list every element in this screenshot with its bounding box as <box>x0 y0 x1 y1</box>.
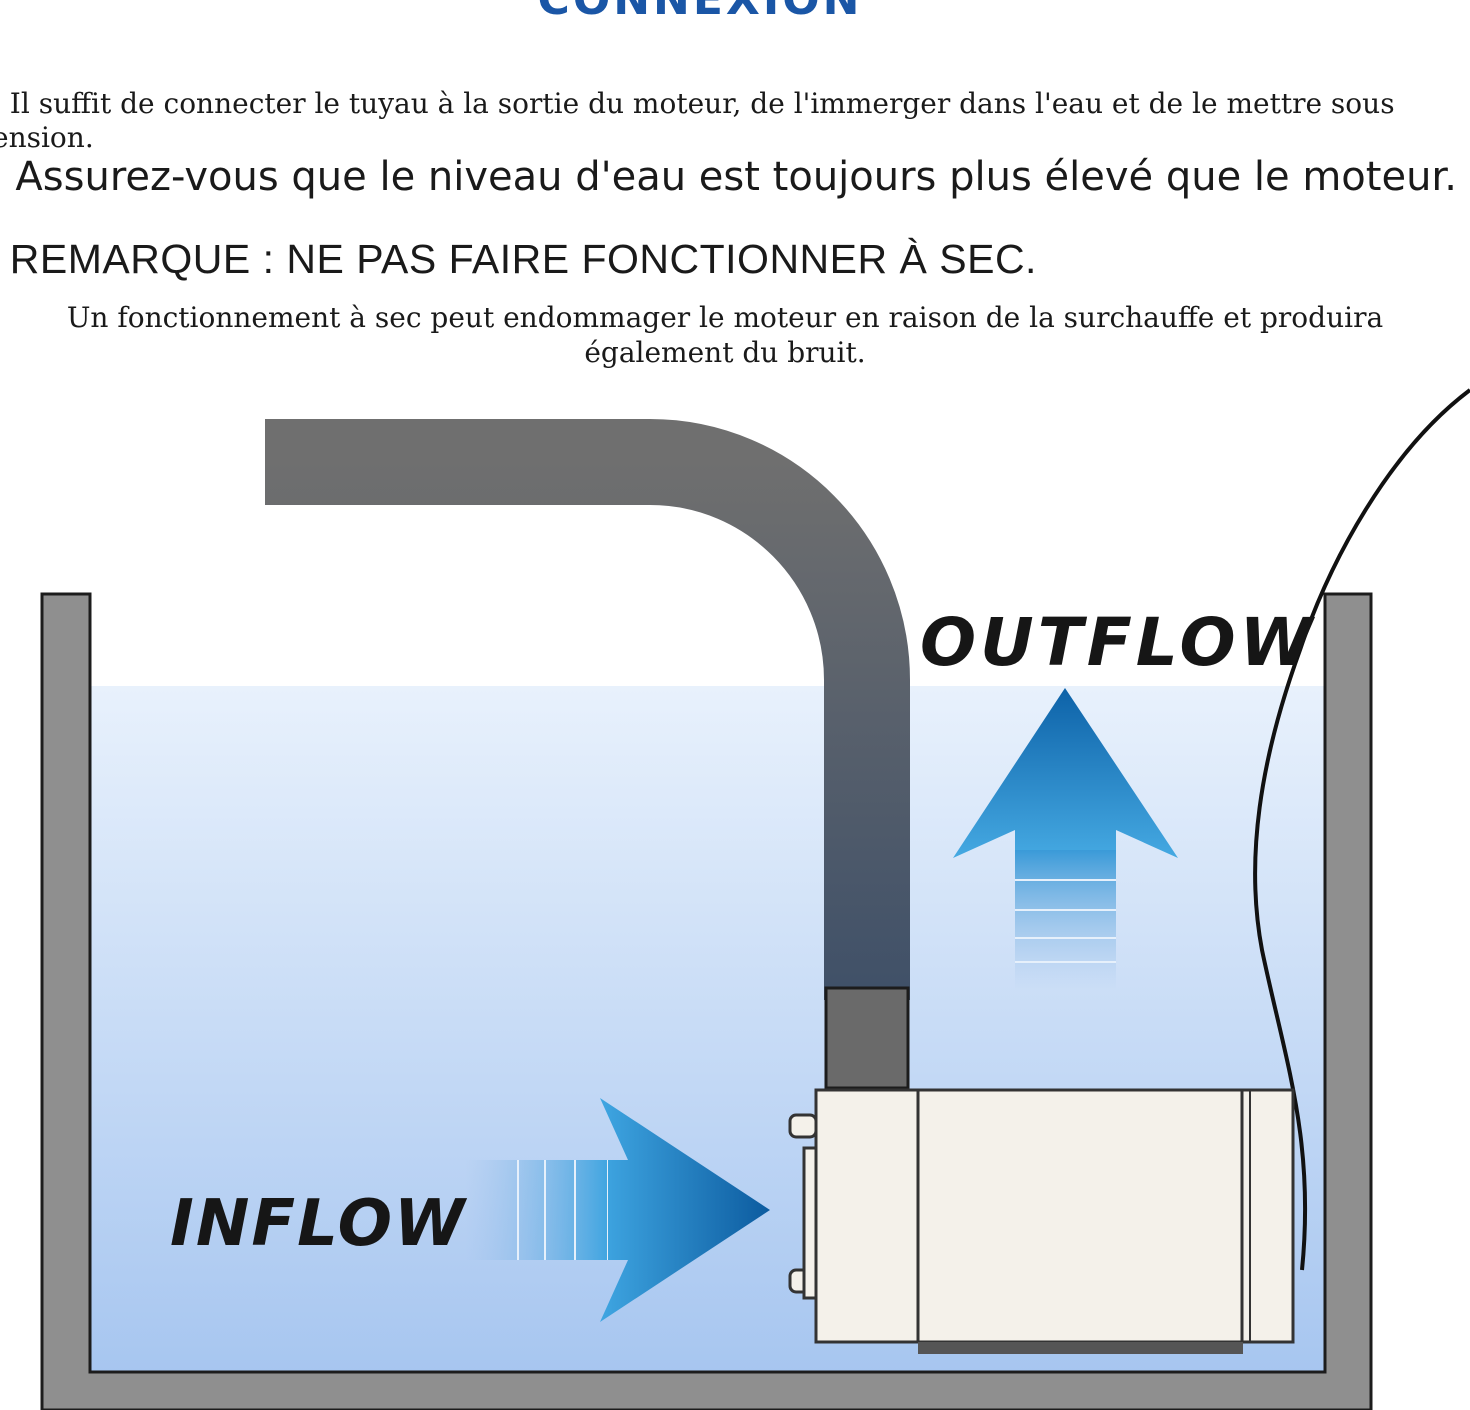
inflow-arrow <box>465 1098 770 1322</box>
dry-run-note: Un fonctionnement à sec peut endommager … <box>66 301 1384 369</box>
outflow-hose <box>265 419 910 1090</box>
power-cable <box>1253 388 1470 1271</box>
instruction-step3-warning: . REMARQUE : NE PAS FAIRE FONCTIONNER À … <box>0 236 1037 282</box>
outflow-label: OUTFLOW <box>920 604 1316 681</box>
pump <box>788 1088 1295 1354</box>
tank <box>40 592 1373 1410</box>
inflow-label: INFLOW <box>170 1187 468 1261</box>
outflow-arrow <box>953 688 1178 990</box>
instruction-step2: . Assurez-vous que le niveau d'eau est t… <box>0 154 1457 200</box>
instruction-step1-line2: ension. <box>0 121 94 154</box>
instruction-step1-line1: . Il suffit de connecter le tuyau à la s… <box>0 87 1395 120</box>
page-title: CONNEXION <box>0 0 1400 30</box>
